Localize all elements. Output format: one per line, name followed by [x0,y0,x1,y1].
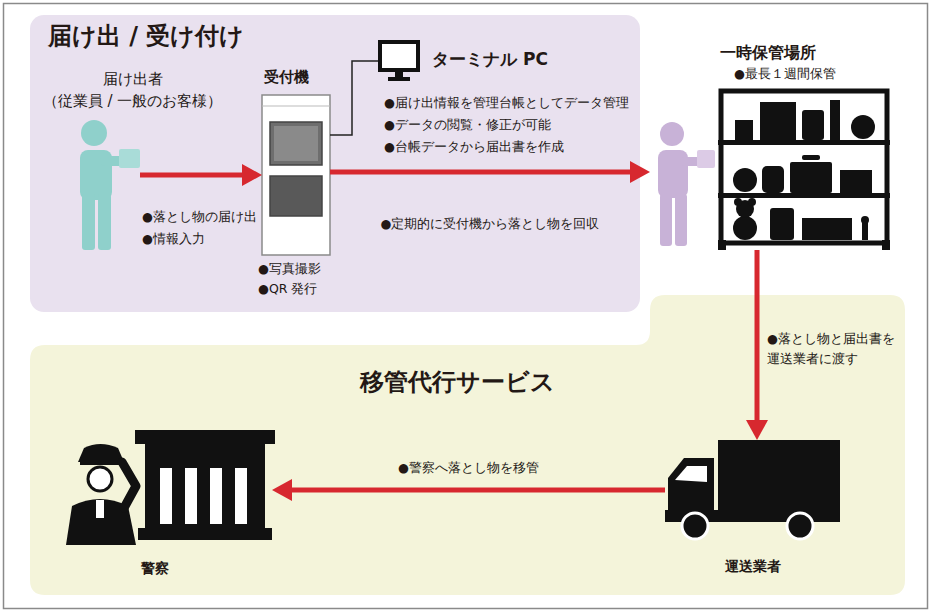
node-text: 届け出 / 受け付け [48,21,244,51]
node-text: ●届け出情報を管理台帳としてデータ管理 [384,92,629,114]
text-holder: 移管代行サービス [360,367,555,397]
band-background [30,295,905,595]
pc-icon [380,42,418,81]
text-holder: 警察 [141,558,169,578]
node-text: 一時保管場所 [720,42,836,64]
node-text: ターミナル PC [432,48,548,70]
connector [140,164,262,186]
connector [746,250,768,440]
band-background [30,15,640,312]
node-text: （従業員 / 一般のお客様） [43,90,223,112]
kiosk-icon [262,95,330,255]
connector-line [330,61,378,135]
kiosk-node: 受付機●写真撮影●QR 発行 [262,95,330,255]
node-text: ●写真撮影 [258,259,321,279]
text-holder: 一時保管場所●最長１週間保管 [720,42,836,84]
arrow-head [272,479,292,501]
connector [330,161,650,183]
arrow-head [746,420,768,440]
text-holder: 届け出者（従業員 / 一般のお客様） [43,68,223,112]
connector [272,479,665,501]
pc-node: ターミナル PC●届け出情報を管理台帳としてデータ管理●データの閲覧・修正が可能… [378,40,420,82]
shelf-icon [718,91,890,250]
connector-line [140,173,246,178]
text-holder: 届け出 / 受け付け [48,21,244,51]
text-holder: ターミナル PC [432,48,548,70]
storage-node: 一時保管場所●最長１週間保管 [650,88,890,250]
band-region: 届け出 / 受け付け届け出者（従業員 / 一般のお客様）受付機●写真撮影●QR … [30,15,640,312]
edge-label: ●定期的に受付機から落とし物を回収 [381,214,600,234]
connector-line [330,170,634,175]
truck-icon [665,440,840,539]
frame [4,4,928,609]
text-holder: ●写真撮影●QR 発行 [258,259,321,299]
edge-label: ●警察へ落とし物を移管 [398,458,539,478]
node-text: 警察 [141,558,169,578]
note-label: ●情報入力 [142,229,205,249]
node-text: 受付機 [264,67,309,87]
police-node: 警察 [62,430,272,545]
text-holder: ●届け出情報を管理台帳としてデータ管理●データの閲覧・修正が可能●台帳データから… [384,92,629,158]
node-text: ●QR 発行 [258,279,321,299]
arrow-head [242,164,262,186]
node-text: 移管代行サービス [360,367,555,397]
node-text: ●台帳データから届出書を作成 [384,136,629,158]
connector-line [288,488,665,493]
edge-label: ●落とし物と届出書を 運送業者に渡す [767,329,896,369]
note-label: ●落とし物の届け出 [142,207,257,227]
connector-line [755,250,760,424]
person-node: 届け出者（従業員 / 一般のお客様） [75,118,140,250]
node-text: ●最長１週間保管 [720,64,836,84]
text-holder: 受付機 [264,67,309,87]
node-text: 運送業者 [725,556,781,576]
connector [330,61,378,135]
person-icon [658,122,715,246]
arrow-head [630,161,650,183]
person-icon [80,120,140,250]
police-icon [66,430,275,545]
truck-node: 運送業者 [665,440,840,540]
text-holder: 運送業者 [725,556,781,576]
node-text: ●データの閲覧・修正が可能 [384,114,629,136]
node-text: 届け出者 [43,68,223,90]
